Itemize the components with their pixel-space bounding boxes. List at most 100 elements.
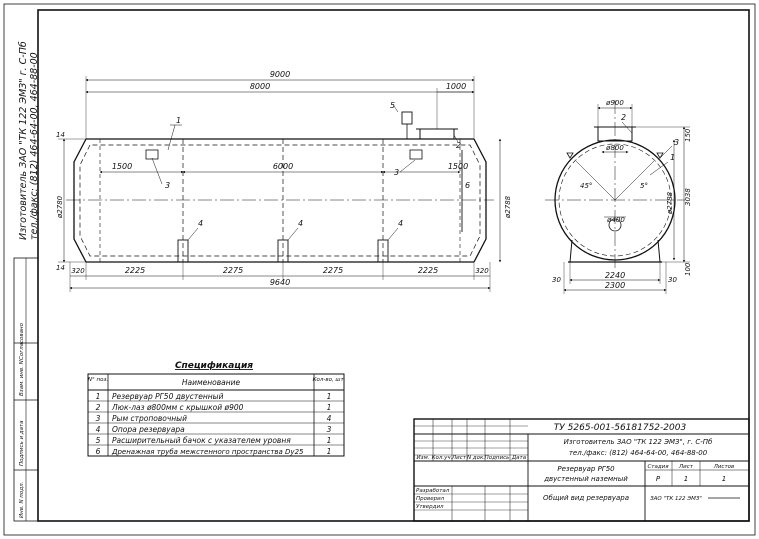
dim-3038: 3038 [684,188,692,206]
spec-row-3-name: Рым строповочный [112,414,187,423]
dim-9640: 9640 [270,278,290,287]
dim-dia-2780: ø2780 [56,195,64,219]
callout-4a: 4 [198,219,203,228]
spec-header-qty: Кол-во, шт. [313,377,346,383]
product-line-2: двустенный наземный [543,475,628,483]
razrab-label: Разработал [416,488,450,494]
spec-table: Спецификация N° поз. Наименование Кол-во… [87,361,346,457]
side-view-labels: ø900 ø800 ø400 45° 5° 150 ø2788 3038 100… [552,99,692,290]
list-value: 1 [684,475,688,483]
spec-row-4-name: Опора резервуара [112,425,185,434]
dim-14-bottom: 14 [56,264,65,272]
dim-8000: 8000 [250,82,270,91]
spec-row-2-num: 2 [96,403,101,412]
dim-2225-left: 2225 [125,266,145,275]
dim-side-dia-2788: ø2788 [666,191,674,215]
spec-row-4-num: 4 [96,425,101,434]
dim-2275-a: 2275 [223,266,243,275]
spec-row-5-qty: 1 [327,436,332,445]
vzam-inv-label: Взам. инв. N [19,360,25,396]
dim-dia-2788: ø2788 [504,195,512,219]
dim-2300: 2300 [605,281,625,290]
callout-5: 5 [390,101,395,110]
dim-150: 150 [684,128,692,142]
spec-title: Спецификация [175,361,253,371]
lists-value: 1 [722,475,726,483]
dim-30-left: 30 [552,276,561,284]
spec-row-5-name: Расширительный бачок с указателем уровня [112,436,291,445]
spec-row-1-name: Резервуар РГ50 двустенный [112,392,224,401]
spec-row-1-qty: 1 [327,392,332,401]
company-name: ЗАО "ТК 122 ЭМЗ" [650,496,702,502]
spec-row-6-qty: 1 [327,447,332,456]
spec-row-5-num: 5 [96,436,101,445]
side-callout-1: 1 [670,153,675,162]
dim-dia-400: ø400 [606,216,625,224]
col-list: Лист [451,455,467,461]
callout-2: 2 [456,141,461,150]
dim-2275-b: 2275 [323,266,343,275]
podpis-data-label: Подпись и дата [19,420,25,466]
dim-1500-right: 1500 [448,162,468,171]
callout-3a: 3 [165,181,170,190]
front-view-labels: 9000 8000 1000 1500 6000 1500 320 2225 2… [56,70,512,287]
left-strip: Инв. N подл. Подпись и дата Взам. инв. N… [13,257,39,522]
callout-4c: 4 [398,219,403,228]
side-view [545,100,690,294]
side-callout-2: 2 [621,113,626,122]
dim-1500-left: 1500 [112,162,132,171]
spec-row-1-num: 1 [96,392,101,401]
dim-dia-900: ø900 [605,99,624,107]
spec-row-2-name: Люк-лаз ø800мм с крышкой ø900 [111,403,244,412]
callout-3b: 3 [394,168,399,177]
spec-row-2-qty: 1 [327,403,332,412]
title-block: ТУ 5265-001-56181752-2003 Изготовитель З… [413,418,750,522]
maker-line-2: тел./факс: (812) 464-64-00, 464-88-00 [569,449,708,457]
callout-6: 6 [465,181,470,190]
prov-label: Проверил [416,496,445,502]
spec-header-name: Наименование [182,378,241,387]
side-manufacturer-note: Изготовитель ЗАО "ТК 122 ЭМЗ" г. С-Пб те… [18,41,40,240]
col-data: Дата [511,455,527,461]
product-line-1: Резервуар РГ50 [557,465,615,473]
list-header: Лист [678,464,694,470]
dim-2225-right: 2225 [418,266,438,275]
utv-label: Утвердил [416,504,444,510]
maker-line-1: Изготовитель ЗАО "ТК 122 ЭМЗ", г. С-Пб [564,438,713,446]
callout-1: 1 [176,116,181,125]
svg-text:Изготовитель ЗАО "ТК 122 ЭМЗ": Изготовитель ЗАО "ТК 122 ЭМЗ" г. С-Пб [18,41,29,240]
col-ndok: N док. [467,455,485,461]
dim-2240: 2240 [605,271,625,280]
dim-1000: 1000 [446,82,466,91]
spec-row-3-num: 3 [96,414,101,423]
spec-header-num: N° поз. [88,377,108,383]
stage-value: Р [656,475,661,483]
spec-row-3-qty: 4 [327,414,332,423]
spec-row-6-name: Дренажная труба межстенного пространства… [111,448,304,456]
angle-45: 45° [580,182,592,190]
col-kol: Кол.уч. [432,455,453,461]
lists-header: Листов [713,464,735,470]
dim-100: 100 [684,262,692,276]
dim-320-right: 320 [475,267,489,275]
stage-header: Стадия [647,464,669,470]
dim-320-left: 320 [71,267,85,275]
soglasovano-label: Согласовано [19,322,25,360]
col-izm: Изм. [417,455,430,461]
doc-code: ТУ 5265-001-56181752-2003 [554,423,687,433]
outer-frame [3,3,756,536]
view-name: Общий вид резервуара [543,494,629,502]
front-view [58,76,502,292]
angle-5: 5° [640,182,648,190]
dim-9000: 9000 [270,70,290,79]
dim-6000: 6000 [273,162,293,171]
col-podp: Подпись [485,455,510,461]
dim-14-top: 14 [56,131,65,139]
dim-dia-800: ø800 [605,144,624,152]
side-callout-3: 3 [674,138,679,147]
spec-row-4-qty: 3 [327,425,332,434]
inv-podl-label: Инв. N подл. [19,481,25,518]
svg-text:тел./факс: (812) 464-64-00, 46: тел./факс: (812) 464-64-00, 464-88-00 [29,52,40,240]
callout-4b: 4 [298,219,303,228]
